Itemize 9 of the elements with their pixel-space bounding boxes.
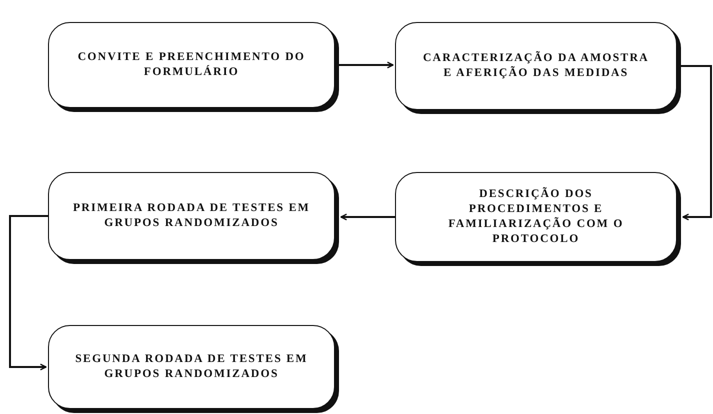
step-text: CARACTERIZAÇÃO DA AMOSTRA E AFERIÇÃO DAS MEDIDAS [422, 51, 650, 81]
arrow [681, 65, 712, 220]
step-text: DESCRIÇÃO DOS PROCEDIMENTOS E FAMILIARIZAÇÃO COM O PROTOCOLO [447, 187, 625, 247]
step-text: PRIMEIRA RODADA DE TESTES EM GRUPOS RANDOMIZADOS [72, 201, 312, 231]
arrow [339, 62, 394, 68]
arrow [340, 214, 395, 220]
step-text: CONVITE E PREENCHIMENTO DO FORMULÁRIO [76, 50, 306, 80]
step-text: SEGUNDA RODADA DE TESTES EM GRUPOS RANDOMIZADOS [74, 352, 309, 382]
arrow [9, 215, 48, 370]
